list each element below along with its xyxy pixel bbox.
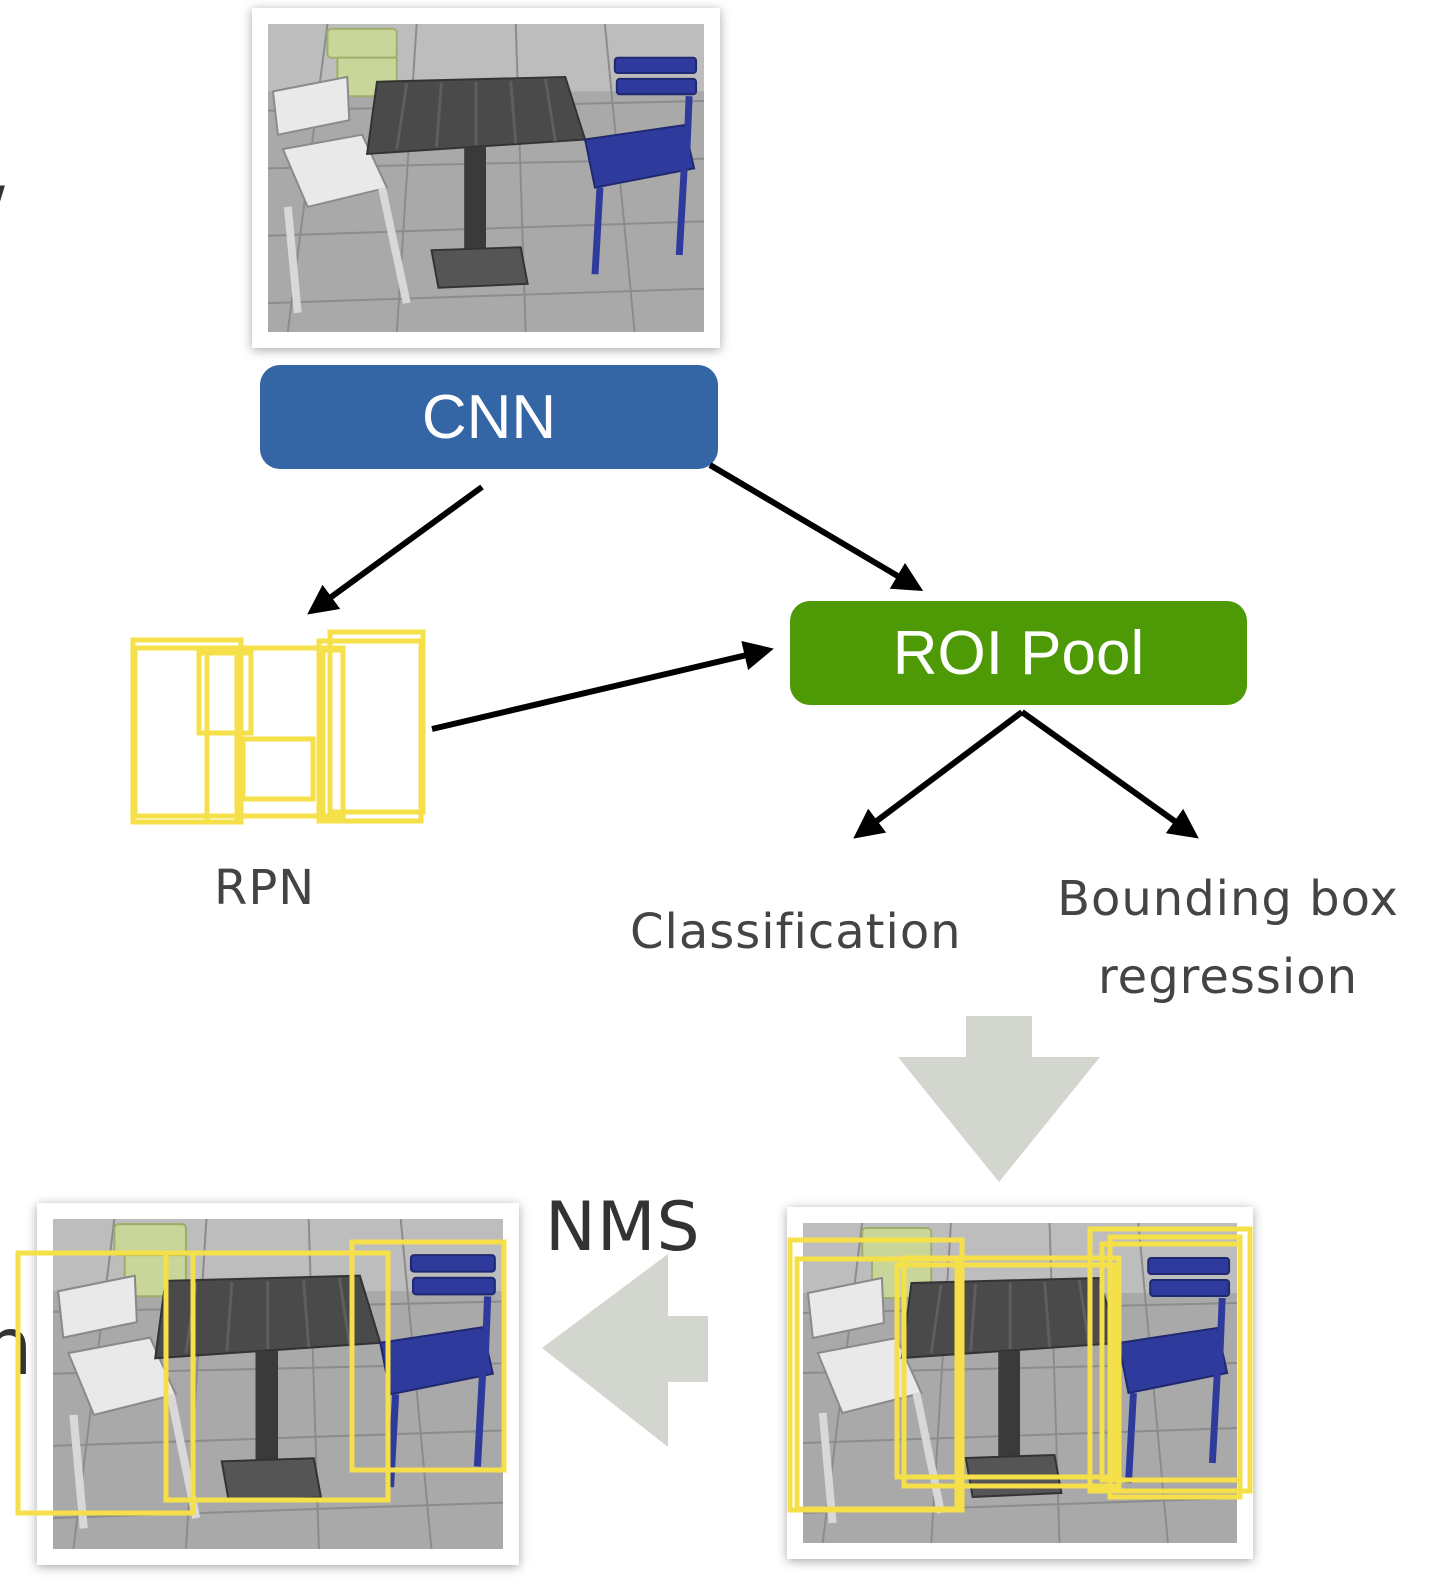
- input-image-frame: [252, 8, 720, 348]
- flow-arrow-down: [898, 1016, 1100, 1182]
- arrow-cnn-to-roi: [708, 462, 924, 592]
- detections-image-frame: [787, 1207, 1253, 1559]
- arrow-roi-to-bbox: [1020, 709, 1199, 839]
- nms-output-image-frame: [37, 1203, 519, 1565]
- flow-arrow-left: [542, 1254, 708, 1447]
- bbox-label-line1: Bounding box: [1057, 871, 1399, 927]
- classification-label: Classification: [630, 904, 962, 960]
- nms-output-image: [53, 1219, 503, 1549]
- edge-fragment-top: /: [0, 170, 5, 263]
- bbox-label-line2: regression: [1097, 949, 1359, 1005]
- detections-image: [803, 1223, 1237, 1543]
- rpn-label: RPN: [214, 860, 316, 916]
- rpn-proposal-boxes: [130, 629, 426, 825]
- arrow-rpn-to-roi: [431, 640, 774, 732]
- input-image: [268, 24, 704, 332]
- nms-label: NMS: [545, 1188, 701, 1267]
- roi-pool-block: ROI Pool: [790, 601, 1247, 705]
- arrow-roi-to-classification: [853, 709, 1024, 839]
- bbox-regression-label: Bounding box regression: [1022, 860, 1434, 1016]
- edge-fragment-bottom: n: [0, 1300, 33, 1393]
- cnn-block: CNN: [260, 365, 718, 469]
- arrow-cnn-to-rpn: [307, 484, 484, 615]
